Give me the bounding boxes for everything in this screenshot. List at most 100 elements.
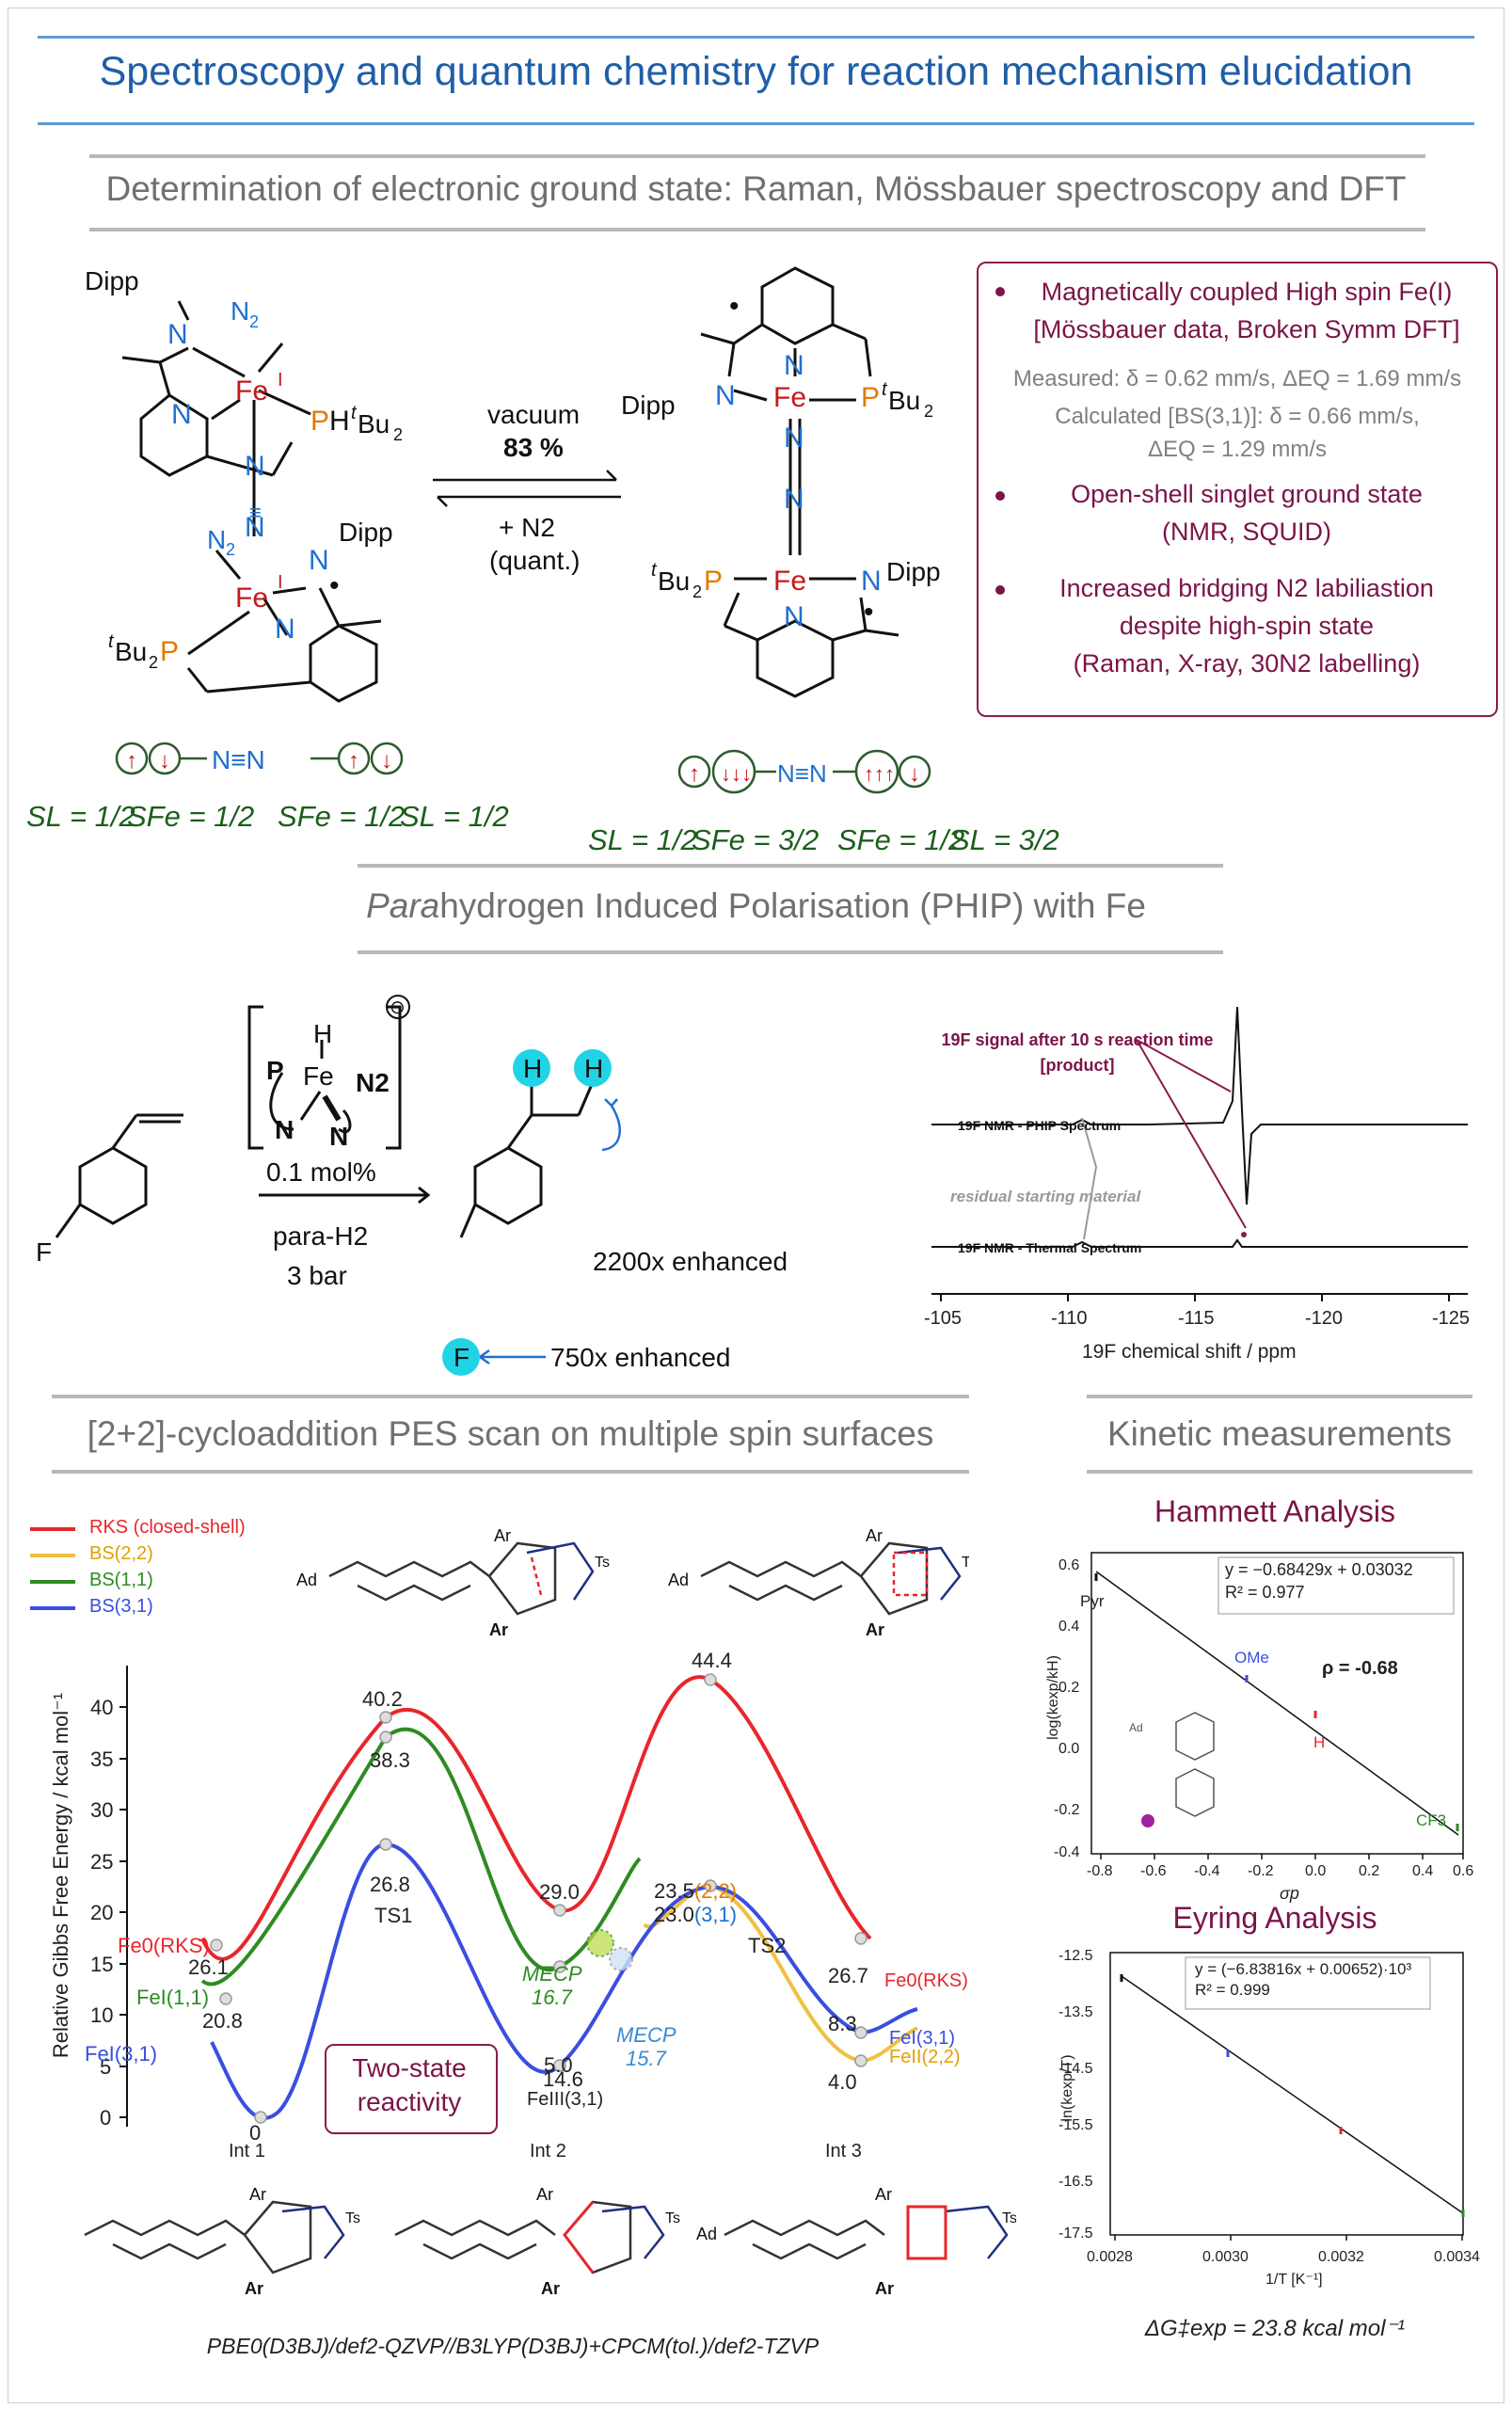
mossbauer-measured: Measured: δ = 0.62 mm/s, ΔEQ = 1.69 mm/s — [1012, 366, 1462, 391]
svg-text:Ts: Ts — [1002, 2210, 1016, 2226]
enhancement-h: 2200x enhanced — [593, 1247, 788, 1276]
pes-value-0: 0 — [249, 2121, 262, 2145]
left-spin-label-2: SFe = 1/2 — [127, 800, 255, 833]
svg-text:N: N — [784, 484, 804, 515]
svg-text:Ad: Ad — [296, 1571, 317, 1589]
svg-text:↑: ↑ — [348, 748, 359, 774]
hammett-equation: y = −0.68429x + 0.03032 — [1225, 1560, 1413, 1579]
arrow-yield: 83 % — [503, 433, 564, 462]
bullet-dot-2 — [995, 491, 1005, 501]
hammett-title: Hammett Analysis — [1154, 1494, 1396, 1528]
svg-text:Ts: Ts — [665, 2210, 680, 2226]
label-fe3: FeIII(3,1) — [527, 2089, 604, 2110]
svg-text:Ar: Ar — [536, 2185, 553, 2204]
label-mecp2: MECP — [616, 2023, 676, 2047]
svg-text:•: • — [729, 291, 740, 322]
svg-text:N: N — [784, 423, 804, 454]
hammett-xtick-7: 0.4 — [1412, 1863, 1434, 1879]
svg-text:Bu: Bu — [888, 386, 920, 415]
hammett-ytick-4: 0.0 — [1058, 1741, 1080, 1757]
section4-rule-bottom — [1087, 1470, 1472, 1474]
bullet2-line1: Open-shell singlet ground state — [1071, 480, 1423, 508]
svg-text:N: N — [207, 525, 226, 554]
nmr-annotation-product: [product] — [1040, 1056, 1115, 1075]
label-ts1: TS1 — [374, 1904, 413, 1927]
label-fe2-right: FeII(2,2) — [889, 2047, 961, 2067]
pes-top-structures: Ad Ar Ar Ts Ad Ar Ar Ts — [296, 1526, 969, 1639]
svg-text:↓: ↓ — [909, 761, 920, 787]
section2-rule-top — [358, 864, 1223, 868]
pes-value-23-0: 23.0(3,1) — [654, 1903, 737, 1927]
nmr-tick-125: -125 — [1432, 1308, 1471, 1329]
svg-text:↓: ↓ — [159, 748, 170, 774]
bullet3-line1: Increased bridging N2 labiliastion — [1059, 574, 1434, 602]
svg-text:↑: ↑ — [126, 748, 137, 774]
section1-rule-bottom — [89, 228, 1425, 231]
bullet-dot-3 — [995, 585, 1005, 595]
svg-text:↓↓↓: ↓↓↓ — [721, 762, 752, 786]
eyring-ytick-1: -12.5 — [1058, 1948, 1093, 1964]
right-dimer-structure: • Dipp N N Fe P t Bu 2 N N t Bu 2 P Fe N… — [621, 266, 941, 794]
svg-text:N≡N: N≡N — [212, 745, 265, 774]
svg-text:N: N — [245, 512, 265, 543]
svg-text:N: N — [167, 319, 188, 350]
method-caption: PBE0(D3BJ)/def2-QZVP//B3LYP(D3BJ)+CPCM(t… — [206, 2334, 820, 2358]
svg-text:N: N — [784, 601, 804, 632]
svg-text:2: 2 — [393, 425, 403, 444]
catalyst-loading: 0.1 mol% — [266, 1157, 376, 1187]
enhancement-f: 750x enhanced — [550, 1343, 731, 1372]
hammett-ytick-5: -0.2 — [1054, 1802, 1080, 1818]
condition-para-h2: para-H2 — [273, 1221, 369, 1251]
eyring-dg: ΔG‡exp = 23.8 kcal mol⁻¹ — [1144, 2316, 1406, 2341]
equilibrium-arrows — [433, 470, 621, 507]
pes-value-29-0: 29.0 — [539, 1880, 580, 1904]
two-state-box — [325, 2044, 498, 2134]
catalyst-n3: N — [329, 1122, 349, 1151]
hammett-ytick-3: 0.2 — [1058, 1680, 1080, 1696]
svg-text:N: N — [861, 566, 882, 597]
svg-text:t: t — [882, 379, 888, 400]
svg-text:N: N — [275, 614, 295, 645]
svg-text:Ar: Ar — [494, 1526, 511, 1545]
nmr-tick-115: -115 — [1178, 1308, 1215, 1329]
svg-text:N: N — [171, 399, 192, 430]
left-spin-label-1: SL = 1/2 — [26, 800, 135, 833]
svg-text:N: N — [231, 296, 249, 326]
eyring-title: Eyring Analysis — [1172, 1901, 1377, 1935]
hammett-xtick-8: 0.6 — [1453, 1863, 1474, 1879]
hammett-rho: ρ = -0.68 — [1322, 1658, 1398, 1679]
label-fe1-31: FeI(3,1) — [85, 2042, 158, 2066]
findings-box — [977, 262, 1498, 717]
pes-value-20-8: 20.8 — [202, 2009, 243, 2033]
bullet-dot-1 — [995, 287, 1005, 296]
catalyst-n2: N2 — [356, 1068, 390, 1097]
phip-reaction-scheme — [55, 995, 621, 1376]
eyring-y-label: ln(kexp/T) — [1059, 2054, 1075, 2122]
svg-text:Ad: Ad — [1129, 1721, 1143, 1734]
svg-text:t: t — [651, 560, 658, 581]
hammett-point-cf3: CF3 — [1416, 1811, 1447, 1829]
nmr-tick-105: -105 — [924, 1308, 963, 1329]
two-state-line1: Two-state — [352, 2053, 467, 2082]
svg-text:I: I — [278, 572, 283, 593]
bullet2-line2: (NMR, SQUID) — [1162, 518, 1331, 546]
pes-value-38-3: 38.3 — [370, 1748, 410, 1772]
svg-text:P: P — [861, 382, 880, 413]
arrow-condition-vacuum: vacuum — [487, 400, 581, 429]
product-h2: H — [584, 1054, 604, 1083]
label-mecp1: MECP — [522, 1962, 582, 1986]
pes-bottom-structures: Ar Ar Ts Ar Ar Ts Ad Ar Ar Ts — [84, 2185, 1016, 2298]
eyring-ytick-5: -16.5 — [1058, 2174, 1093, 2190]
svg-text:2: 2 — [924, 402, 933, 421]
nmr-x-label: 19F chemical shift / ppm — [1082, 1341, 1297, 1363]
eyring-ytick-4: -15.5 — [1058, 2117, 1093, 2133]
hammett-xtick-4: -0.2 — [1248, 1863, 1274, 1879]
bullet1-line1: Magnetically coupled High spin Fe(I) — [1041, 278, 1453, 306]
svg-text:•: • — [864, 597, 874, 628]
svg-text:Ar: Ar — [875, 2185, 892, 2204]
svg-text:Ar: Ar — [866, 1526, 883, 1545]
arrow-condition-quant: (quant.) — [489, 546, 581, 575]
mossbauer-calculated-2: ΔEQ = 1.29 mm/s — [1147, 437, 1328, 462]
section2-rule-bottom — [358, 950, 1223, 954]
left-spin-label-3: SFe = 1/2 — [278, 800, 406, 833]
